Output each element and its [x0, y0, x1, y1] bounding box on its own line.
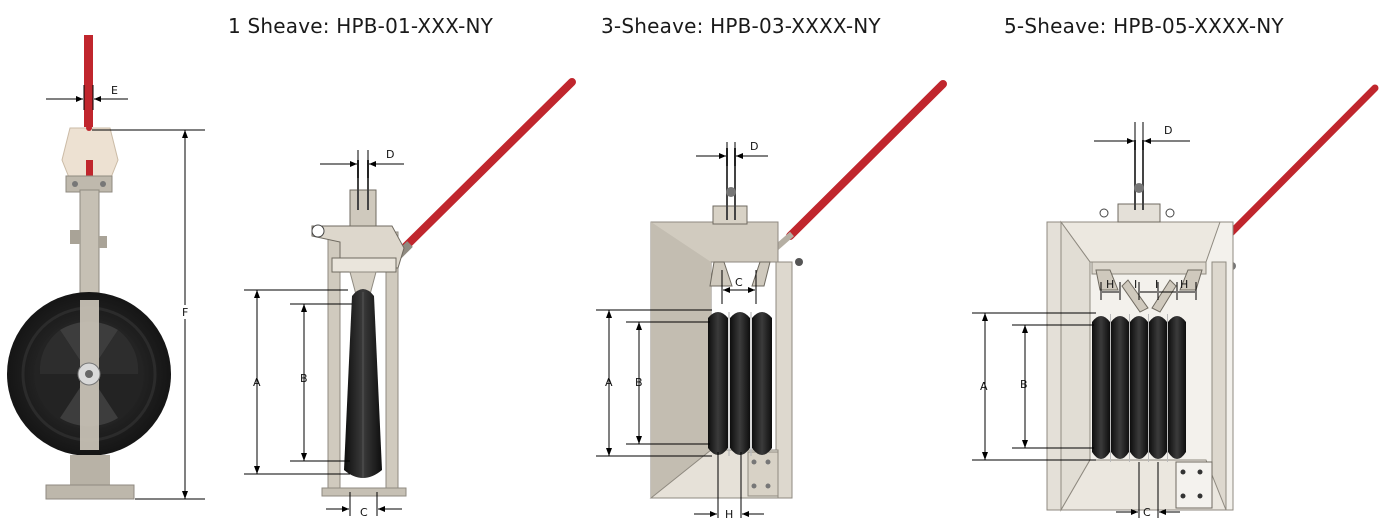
sheave-5-label-d: D	[1164, 124, 1172, 137]
sheave-5-handle	[1220, 84, 1379, 244]
dim-label-f: F	[182, 306, 188, 319]
sheave-5-label-a: A	[980, 380, 988, 393]
sheave-1-handle	[396, 78, 576, 256]
sheave-3-label-h: H	[725, 508, 733, 519]
title-3-sheave: 3-Sheave: HPB-03-XXXX-NY	[601, 14, 881, 38]
sheave-3-view: D C A B H	[596, 80, 947, 519]
title-1-sheave: 1 Sheave: HPB-01-XXX-NY	[228, 14, 494, 38]
sheave-5-view: D H I I H A B C	[972, 84, 1379, 519]
dim-label-e: E	[111, 84, 118, 97]
sheave-5-label-b: B	[1020, 378, 1028, 391]
side-handle	[84, 35, 93, 127]
sheave-1-label-a: A	[253, 376, 261, 389]
sheave-5-label-h-left: H	[1106, 278, 1114, 291]
sheave-3-label-a: A	[605, 376, 613, 389]
sheave-1-view: D A B C	[244, 78, 576, 519]
sheave-3-handle	[786, 80, 947, 240]
sheave-1-label-c: C	[360, 506, 368, 519]
sheave-3-label-d: D	[750, 140, 758, 153]
side-view: E F	[7, 35, 205, 500]
title-5-sheave: 5-Sheave: HPB-05-XXXX-NY	[1004, 14, 1284, 38]
sheave-3-label-c: C	[735, 276, 743, 289]
sheave-3-label-b: B	[635, 376, 643, 389]
sheave-5-label-i-left: I	[1134, 278, 1137, 291]
sheave-1-label-d: D	[386, 148, 394, 161]
sheave-5-label-c: C	[1143, 506, 1151, 519]
sheave-5-label-h-right: H	[1180, 278, 1188, 291]
side-base	[45, 484, 135, 500]
sheave-1-label-b: B	[300, 372, 308, 385]
sheave-5-label-i-right: I	[1155, 278, 1158, 291]
